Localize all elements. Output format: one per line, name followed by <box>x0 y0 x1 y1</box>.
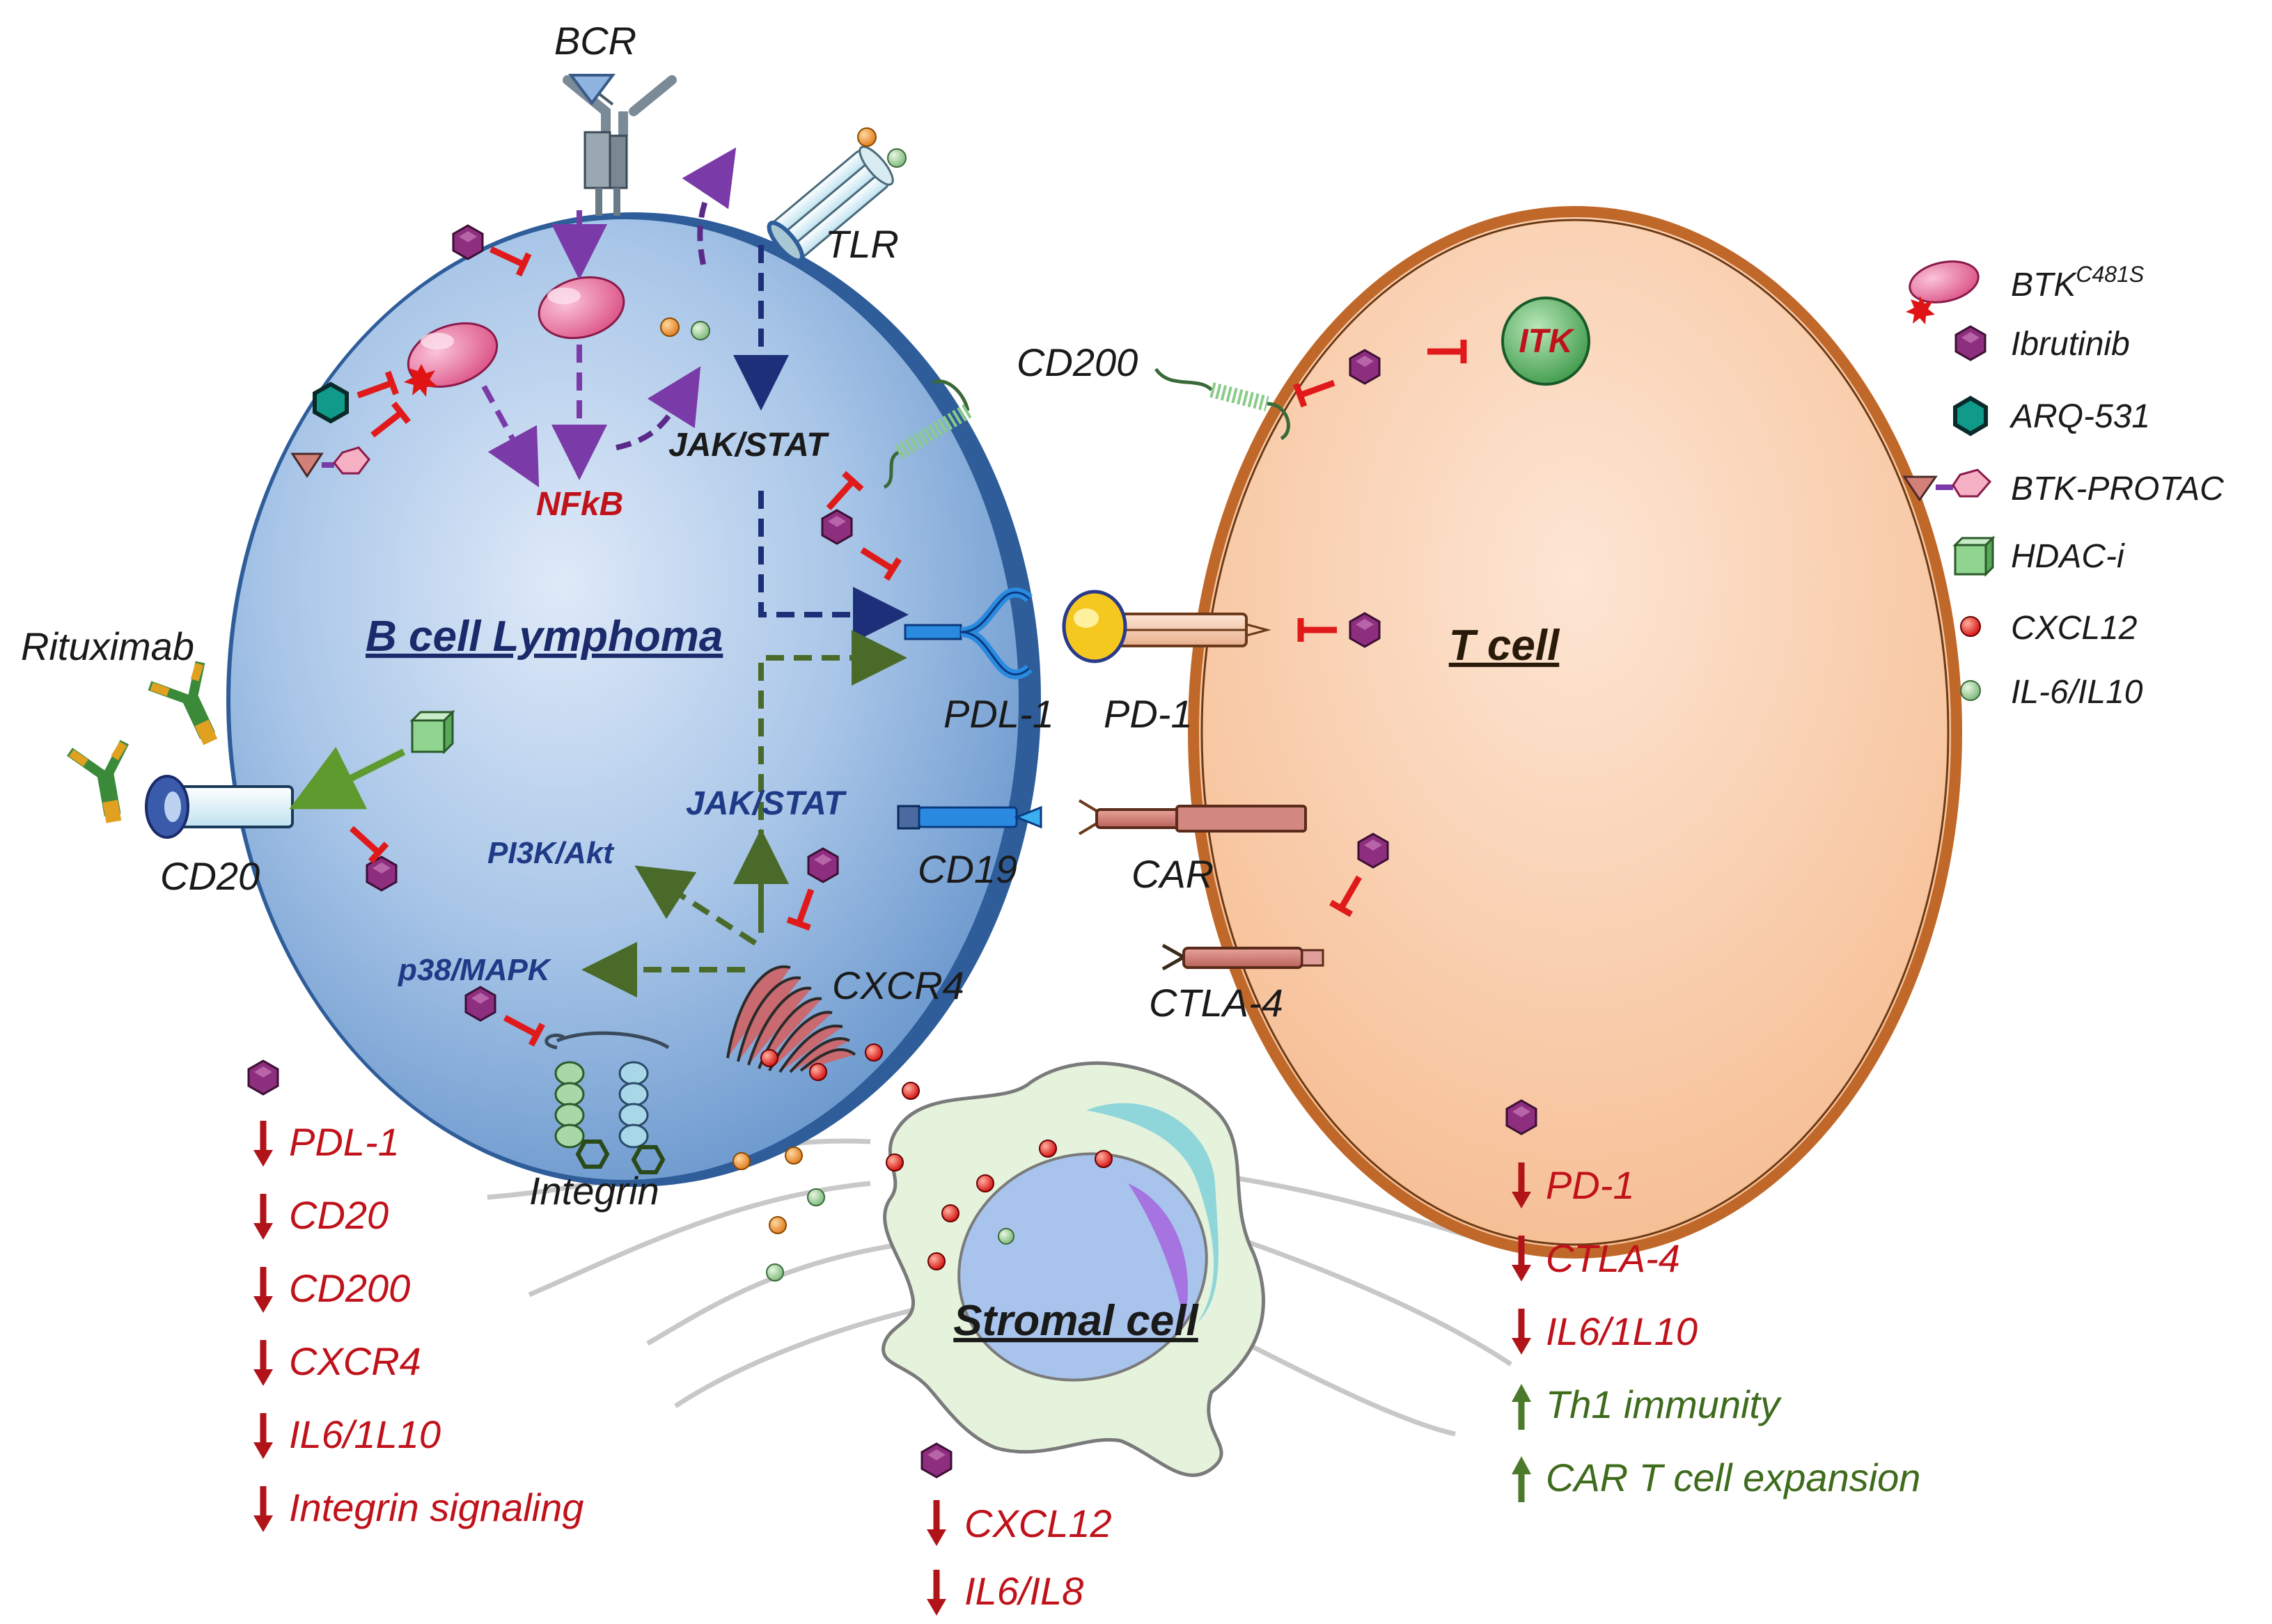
legend-btk-mutant-icon <box>1906 260 1980 324</box>
b-effect-integrin: Integrin signaling <box>289 1485 583 1529</box>
b-effect-cd20: CD20 <box>289 1193 389 1237</box>
pdl1-label: PDL-1 <box>943 692 1054 736</box>
legend-cxcl12-label: CXCL12 <box>2011 610 2137 647</box>
rituximab-label: Rituximab <box>21 624 194 668</box>
legend-il6-il10-label: IL-6/IL10 <box>2011 674 2143 711</box>
b-cell-title: B cell Lymphoma <box>366 613 723 661</box>
cd200-receptor <box>883 368 1290 489</box>
stromal-effect-cxcl12: CXCL12 <box>964 1501 1112 1545</box>
integrin-label: Integrin <box>529 1169 659 1213</box>
legend: BTKC481S Ibrutinib ARQ-531 BTK-PROTAC HD… <box>1902 260 2224 711</box>
jak-stat-lower-label: JAK/STAT <box>686 785 847 822</box>
legend-btk-protac-label: BTK-PROTAC <box>2011 471 2224 507</box>
b-effect-il6: IL6/1L10 <box>289 1412 441 1456</box>
car-label: CAR <box>1131 852 1214 896</box>
stromal-effects: CXCL12 IL6/IL8 <box>920 1442 1112 1616</box>
stromal-cell <box>487 1061 1512 1477</box>
t-effect-ctla4: CTLA-4 <box>1546 1236 1680 1280</box>
b-cell-effects: PDL-1 CD20 CD200 CXCR4 IL6/1L10 Integrin… <box>247 1059 583 1532</box>
b-effect-cxcr4: CXCR4 <box>289 1339 421 1383</box>
p38-mapk-label: p38/MAPK <box>398 953 552 987</box>
t-effect-pd1: PD-1 <box>1546 1163 1635 1207</box>
car-receptor <box>1078 799 1307 835</box>
legend-hdac-label: HDAC-i <box>2011 538 2125 575</box>
cxcr4-label: CXCR4 <box>832 963 964 1007</box>
cd19-receptor <box>897 805 1042 830</box>
cd20-label: CD20 <box>160 854 260 898</box>
cd20-receptor <box>145 775 294 839</box>
t-cell-effects: PD-1 CTLA-4 IL6/1L10 Th1 immunity CAR T … <box>1505 1099 1920 1502</box>
pd1-label: PD-1 <box>1104 692 1193 736</box>
jak-stat-upper-label: JAK/STAT <box>668 427 829 464</box>
btk-protac-drug <box>290 446 370 478</box>
stromal-cxcl12-molecules <box>886 1140 1113 1270</box>
rituximab-antibody-1 <box>66 739 130 823</box>
legend-cxcl12-icon <box>1960 616 1981 637</box>
b-cell <box>226 212 1041 1187</box>
pi3k-akt-label: PI3K/Akt <box>487 836 615 870</box>
integrin-receptor <box>545 1031 670 1174</box>
t-effect-th1: Th1 immunity <box>1546 1382 1782 1426</box>
b-effect-pdl1: PDL-1 <box>289 1120 400 1164</box>
itk-kinase <box>1501 297 1590 386</box>
cxcr4-receptor <box>726 965 856 1073</box>
pdl1-receptor <box>904 588 1033 679</box>
stromal-cell-title: Stromal cell <box>953 1297 1199 1345</box>
legend-ibrutinib-icon <box>1954 325 1987 361</box>
t-cell <box>1188 206 1962 1259</box>
legend-arq531-label: ARQ-531 <box>2009 398 2150 435</box>
cd200-label: CD200 <box>1017 340 1138 384</box>
rituximab-antibody-2 <box>148 661 218 746</box>
btk-c481s-protein <box>404 322 499 397</box>
bcr-label: BCR <box>554 19 636 63</box>
itk-label: ITK <box>1519 323 1575 360</box>
tlr-label: TLR <box>825 222 899 266</box>
jak-stat-arrows <box>733 245 909 642</box>
legend-il6-il10-icon <box>1960 680 1981 701</box>
legend-arq531-icon <box>1953 395 1988 436</box>
cxcr4-signaling-arrows <box>581 630 907 998</box>
legend-ibrutinib-label: Ibrutinib <box>2011 326 2130 363</box>
legend-btk-protac-icon <box>1902 468 1992 502</box>
stromal-effect-il6-il8: IL6/IL8 <box>964 1569 1083 1613</box>
bcr-receptor <box>563 74 677 216</box>
hdac-inhibitor-cube <box>409 709 455 755</box>
tlr-receptor <box>767 145 894 263</box>
btk-protein <box>538 276 625 340</box>
legend-btk-label: BTKC481S <box>2011 262 2144 303</box>
legend-hdac-icon <box>1952 535 1996 577</box>
nfkb-label: NFkB <box>536 486 623 523</box>
t-effect-car-t: CAR T cell expansion <box>1546 1456 1920 1499</box>
cd19-label: CD19 <box>918 847 1017 891</box>
ctla4-receptor <box>1161 943 1324 971</box>
arq531-drug <box>313 381 349 424</box>
t-cell-title: T cell <box>1449 622 1560 670</box>
cxcr4-ligands <box>732 1043 920 1282</box>
b-effect-cd200: CD200 <box>289 1266 410 1310</box>
bcr-signaling-arrows <box>481 147 737 488</box>
ctla4-label: CTLA-4 <box>1149 981 1283 1025</box>
t-effect-il6: IL6/1L10 <box>1546 1309 1698 1353</box>
pd1-receptor <box>1062 590 1271 663</box>
